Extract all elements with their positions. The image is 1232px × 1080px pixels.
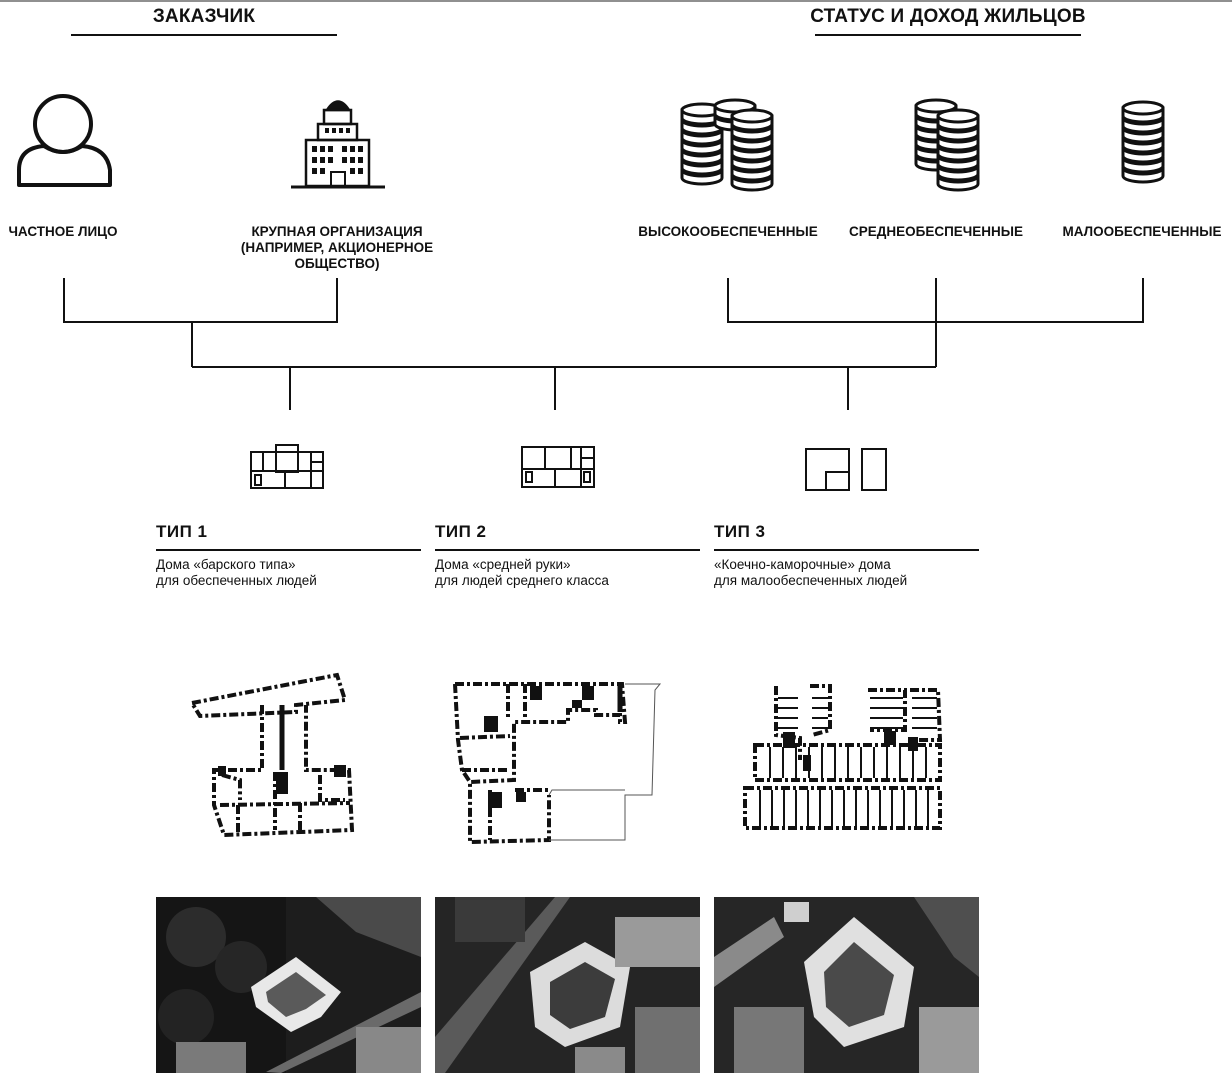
type1-floor-plan-stairs: [218, 765, 346, 794]
customer-label-organization-line2: (НАПРИМЕР, АКЦИОНЕРНОЕ: [240, 240, 434, 255]
coin-stack-middle-right: [936, 108, 980, 192]
type1-desc-line1: Дома «барского типа»: [156, 557, 296, 572]
type2-description: Дома «средней руки» для людей среднего к…: [435, 557, 609, 589]
type3-desc-line2: для малообеспеченных людей: [714, 573, 908, 588]
type2-block: ТИП 2: [435, 522, 487, 542]
type1-aerial-photo: [156, 897, 421, 1073]
type1-desc-line2: для обеспеченных людей: [156, 573, 317, 588]
resident-label-low: МАЛООБЕСПЕЧЕННЫЕ: [1062, 224, 1222, 239]
type1-title: ТИП 1: [156, 522, 208, 541]
customer-label-organization-line3: ОБЩЕСТВО): [294, 256, 380, 271]
resident-label-high: ВЫСОКООБЕСПЕЧЕННЫЕ: [638, 224, 818, 239]
type2-aerial-photo: [435, 897, 700, 1073]
customer-label-private-text: ЧАСТНОЕ ЛИЦО: [8, 224, 118, 239]
type2-plan-icon: [521, 446, 595, 488]
type3-block: ТИП 3: [714, 522, 766, 542]
type3-floor-plan-partitions: [759, 697, 937, 826]
type1-description: Дома «барского типа» для обеспеченных лю…: [156, 557, 317, 589]
coin-stack-high-left: [680, 102, 724, 186]
type2-aerial-photo-graphic: [435, 897, 700, 1073]
type3-floor-plan: [743, 684, 943, 830]
resident-label-middle: СРЕДНЕОБЕСПЕЧЕННЫЕ: [848, 224, 1023, 239]
coin-stack-low: [1121, 100, 1165, 184]
customer-label-private: ЧАСТНОЕ ЛИЦО: [0, 224, 126, 240]
type1-floor-plan: [188, 672, 355, 838]
type2-desc-line1: Дома «средней руки»: [435, 557, 571, 572]
type2-title: ТИП 2: [435, 522, 487, 541]
customer-label-organization-line1: КРУПНАЯ ОРГАНИЗАЦИЯ: [251, 224, 423, 239]
type2-desc-line2: для людей среднего класса: [435, 573, 609, 588]
type3-aerial-photo-graphic: [714, 897, 979, 1073]
type1-block: ТИП 1: [156, 522, 208, 542]
customer-section-title: ЗАКАЗЧИК: [152, 6, 256, 27]
type3-description: «Коечно-каморочные» дома для малообеспеч…: [714, 557, 907, 589]
type1-plan-icon: [250, 444, 324, 489]
type2-floor-plan: [453, 682, 628, 845]
type3-plan-icon: [805, 448, 887, 491]
customer-label-organization: КРУПНАЯ ОРГАНИЗАЦИЯ (НАПРИМЕР, АКЦИОНЕРН…: [222, 224, 452, 272]
coin-stack-high-right: [730, 108, 774, 192]
type3-aerial-photo: [714, 897, 979, 1073]
type2-floor-plan-stairs: [484, 686, 594, 808]
residents-section-title: СТАТУС И ДОХОД ЖИЛЬЦОВ: [810, 6, 1086, 27]
type2-floor-plan-outline: [548, 683, 662, 841]
type3-floor-plan-stairs: [783, 731, 918, 771]
type3-title: ТИП 3: [714, 522, 766, 541]
type3-desc-line1: «Коечно-каморочные» дома: [714, 557, 891, 572]
type1-aerial-photo-graphic: [156, 897, 421, 1073]
